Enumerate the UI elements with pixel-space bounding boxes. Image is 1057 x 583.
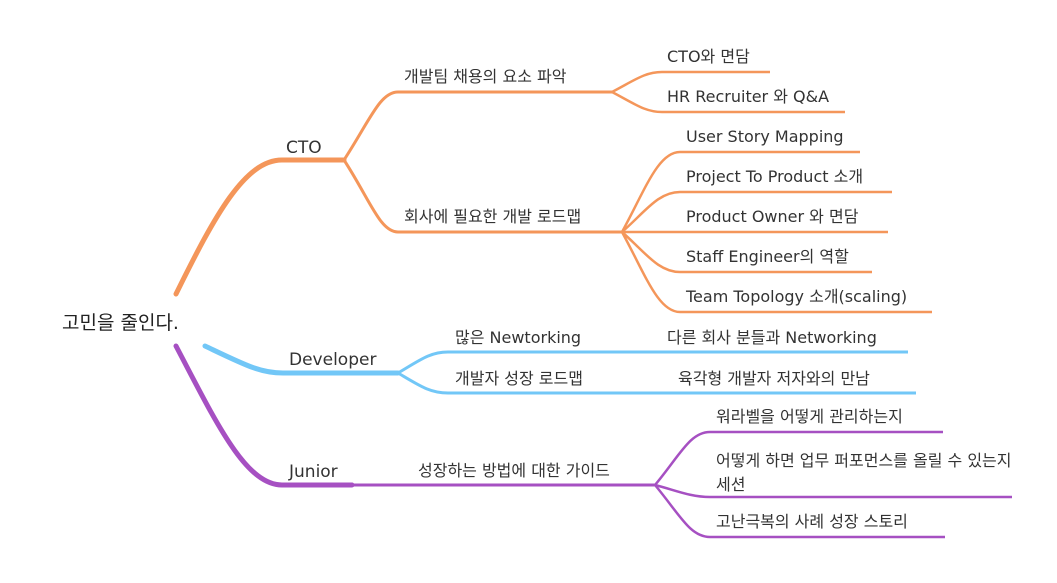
leaf-networking-other-companies[interactable]: 다른 회사 분들과 Networking — [667, 328, 877, 347]
connector-hiring-hr — [611, 90, 845, 114]
connector-roadmap-leaf-4 — [621, 231, 872, 274]
connector-cto-hiring — [342, 90, 612, 161]
connector-guide-leaf-3 — [654, 484, 945, 539]
leaf-project-to-product[interactable]: Project To Product 소개 — [686, 167, 864, 186]
connector-roadmap-leaf-2 — [621, 190, 892, 233]
leaf-work-performance[interactable]: 어떻게 하면 업무 퍼포먼스를 올릴 수 있는지 세션 — [716, 451, 1012, 494]
connector-roadmap-leaf-5 — [620, 231, 932, 314]
branch-junior[interactable]: Junior — [289, 462, 338, 482]
leaf-product-owner[interactable]: Product Owner 와 면담 — [686, 207, 859, 226]
branch-cto[interactable]: CTO — [286, 138, 322, 158]
leaf-work-life-balance[interactable]: 워라벨을 어떻게 관리하는지 — [716, 407, 903, 426]
connector-roadmap-leaf-1 — [620, 150, 860, 233]
leaf-staff-engineer[interactable]: Staff Engineer의 역할 — [686, 247, 849, 266]
node-developer-roadmap[interactable]: 개발자 성장 로드맵 — [455, 369, 583, 388]
leaf-overcoming-hardship[interactable]: 고난극복의 사례 성장 스토리 — [716, 512, 908, 531]
connector-root-junior — [173, 343, 355, 488]
node-networking[interactable]: 많은 Newtorking — [455, 328, 582, 347]
leaf-cto-meeting[interactable]: CTO와 면담 — [667, 47, 750, 66]
connector-cto-roadmap — [342, 159, 622, 234]
root-node[interactable]: 고민을 줄인다. — [62, 312, 179, 334]
connector-root-developer — [202, 343, 401, 376]
connector-hiring-cto-meeting — [611, 70, 770, 94]
connector-dev-networking — [397, 350, 908, 375]
node-growth-guide[interactable]: 성장하는 방법에 대한 가이드 — [418, 461, 610, 480]
connector-guide-leaf-1 — [654, 430, 943, 486]
branch-developer[interactable]: Developer — [289, 350, 377, 370]
node-hiring-factors[interactable]: 개발팀 채용의 요소 파악 — [404, 67, 567, 86]
leaf-user-story-mapping[interactable]: User Story Mapping — [686, 127, 844, 146]
connector-root-cto — [173, 157, 347, 297]
node-company-roadmap[interactable]: 회사에 필요한 개발 로드맵 — [404, 207, 582, 226]
leaf-hexagon-developer[interactable]: 육각형 개발자 저자와의 만남 — [678, 369, 870, 388]
connector-dev-roadmap — [397, 371, 916, 395]
connector-guide-leaf-2 — [654, 483, 1012, 499]
leaf-hr-recruiter[interactable]: HR Recruiter 와 Q&A — [667, 87, 830, 106]
leaf-team-topology[interactable]: Team Topology 소개(scaling) — [686, 287, 908, 306]
